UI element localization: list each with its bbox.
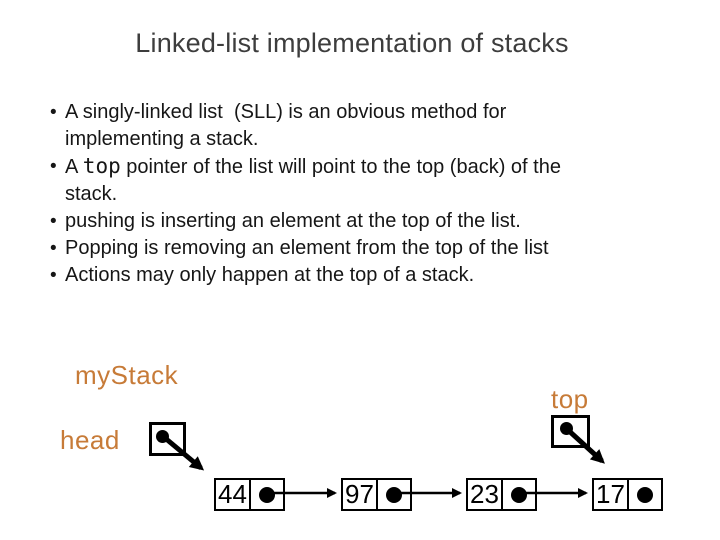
node-value-cell: 17: [592, 478, 629, 511]
node-pointer-dot: [259, 486, 275, 503]
node-pointer-dot: [386, 486, 402, 503]
head-pointer-dot: [156, 430, 169, 443]
node-value: 97: [345, 479, 374, 509]
node-pointer-cell: [629, 478, 663, 511]
node-pointer-cell: [251, 478, 285, 511]
bullet-marker: •: [50, 238, 57, 259]
top-pointer-box: [551, 415, 590, 448]
bullet-text: Popping is removing an element from the …: [65, 237, 549, 259]
node-value: 44: [218, 479, 247, 509]
bullet-marker: •: [50, 102, 57, 123]
node-value-cell: 97: [341, 478, 378, 511]
node-pointer-cell: [378, 478, 412, 511]
bullet-text: A top pointer of the list will point to …: [65, 154, 561, 205]
list-node: 23: [466, 478, 537, 511]
list-node: 44: [214, 478, 285, 511]
top-label: top: [551, 384, 589, 414]
bullet-text: pushing is inserting an element at the t…: [65, 210, 521, 232]
bullet-list: • A singly-linked list (SLL) is an obvio…: [50, 99, 650, 289]
mystack-label: myStack: [75, 360, 179, 390]
node-value: 17: [596, 479, 625, 509]
bullet-text: A singly-linked list (SLL) is an obvious…: [65, 101, 507, 150]
node-pointer-dot: [511, 486, 527, 503]
node-value-cell: 23: [466, 478, 503, 511]
head-pointer-box: [149, 422, 186, 456]
list-node: 97: [341, 478, 412, 511]
bullet-item: • pushing is inserting an element at the…: [50, 208, 650, 235]
bullet-marker: •: [50, 211, 57, 232]
bullet-item: • Popping is removing an element from th…: [50, 235, 650, 262]
bullet-item: • A singly-linked list (SLL) is an obvio…: [50, 99, 650, 153]
bullet-marker: •: [50, 156, 57, 177]
top-pointer-dot: [560, 422, 573, 435]
bullet-marker: •: [50, 265, 57, 286]
node-value-cell: 44: [214, 478, 251, 511]
head-label: head: [60, 425, 120, 455]
slide-title: Linked-list implementation of stacks: [135, 28, 569, 58]
bullet-item: • A top pointer of the list will point t…: [50, 153, 650, 208]
list-node: 17: [592, 478, 663, 511]
bullet-item: • Actions may only happen at the top of …: [50, 262, 650, 289]
node-value: 23: [470, 479, 499, 509]
top-keyword: top: [82, 154, 121, 178]
node-pointer-cell: [503, 478, 537, 511]
node-pointer-dot: [637, 486, 653, 503]
bullet-text: Actions may only happen at the top of a …: [65, 264, 475, 286]
